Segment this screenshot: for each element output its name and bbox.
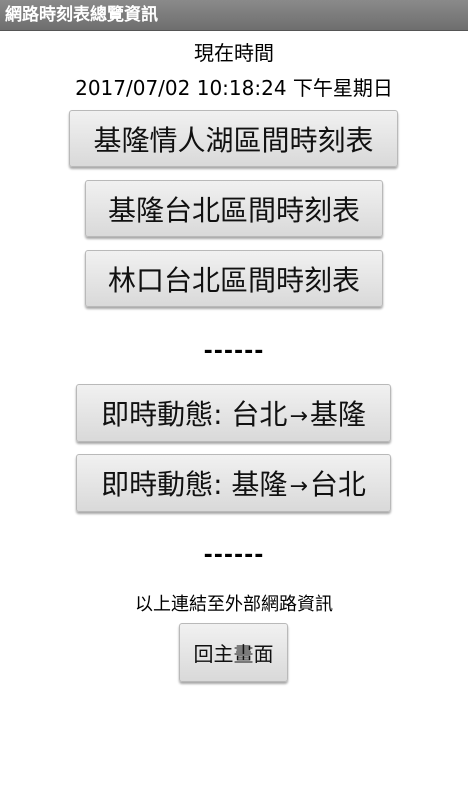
keelung-lover-lake-timetable-button[interactable]: 基隆情人湖區間時刻表 [69,110,398,167]
title-bar: 網路時刻表總覽資訊 [0,0,468,31]
current-datetime: 2017/07/02 10:18:24 下午星期日 [75,76,393,100]
realtime-taipei-to-keelung-button[interactable]: 即時動態: 台北 → 基隆 [76,384,391,442]
divider: ------ [203,339,265,364]
divider: ------ [203,543,265,568]
right-arrow-icon: → [289,473,308,499]
linkou-taipei-timetable-button[interactable]: 林口台北區間時刻表 [85,250,383,307]
back-to-home-button[interactable]: 回主畫面 [179,623,288,682]
external-link-note: 以上連結至外部網路資訊 [135,594,333,615]
current-time-label: 現在時間 [194,41,274,65]
button-label-prefix: 即時動態: 基隆 [101,468,288,501]
keelung-taipei-timetable-button[interactable]: 基隆台北區間時刻表 [85,180,383,237]
button-label-prefix: 即時動態: 台北 [101,398,288,431]
button-label: 基隆情人湖區間時刻表 [93,123,374,157]
button-label-suffix: 基隆 [309,398,366,431]
button-label: 基隆台北區間時刻表 [107,193,360,227]
realtime-keelung-to-taipei-button[interactable]: 即時動態: 基隆 → 台北 [76,454,391,512]
button-label-suffix: 台北 [309,468,366,501]
button-label: 林口台北區間時刻表 [107,263,360,297]
button-label: 回主畫面 [193,642,274,666]
app-title: 網路時刻表總覽資訊 [5,5,158,25]
right-arrow-icon: → [289,403,308,429]
